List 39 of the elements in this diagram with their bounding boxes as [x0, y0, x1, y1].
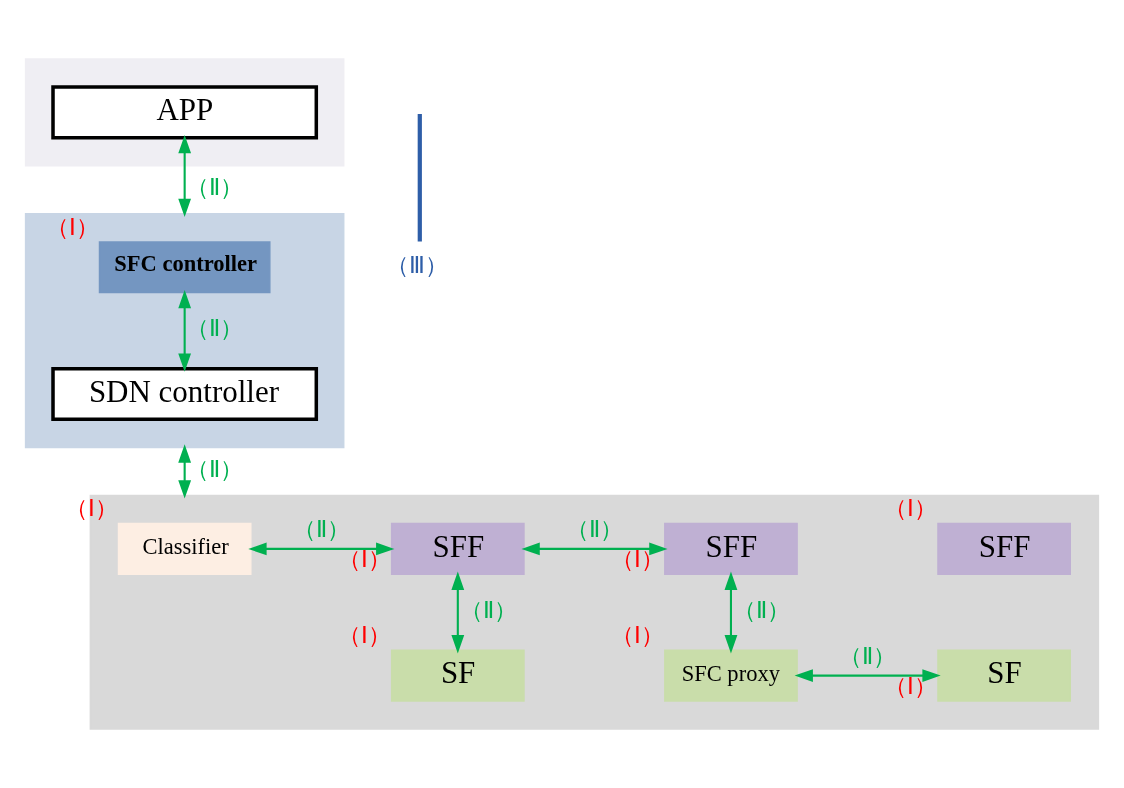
node-box: SFC proxy	[664, 649, 798, 702]
node-label: （Ⅰ）	[884, 673, 938, 699]
edge-label: （Ⅱ）	[459, 597, 517, 623]
connector	[417, 113, 422, 242]
arrow	[794, 669, 941, 682]
edge-label: （Ⅱ）	[292, 517, 350, 543]
edge-label: （Ⅱ）	[186, 315, 244, 341]
arrow	[178, 135, 192, 217]
node-box: SFF	[664, 522, 798, 575]
node-text: （Ⅲ）	[386, 252, 448, 278]
edge-label: （Ⅱ）	[565, 517, 623, 543]
node-box: SF	[937, 649, 1071, 702]
node-box: Classifier	[117, 522, 252, 575]
node-box: SF	[390, 649, 525, 702]
arrow	[248, 542, 395, 556]
arrow	[724, 571, 738, 654]
node-label: （Ⅰ）	[884, 496, 938, 522]
arrow	[521, 542, 668, 556]
node-label: （Ⅰ）	[64, 496, 118, 522]
cluster	[24, 213, 345, 449]
node-label: （Ⅰ）	[45, 214, 99, 240]
node-label: （Ⅰ）	[611, 546, 665, 572]
node-box: SFF	[390, 522, 525, 575]
arrow	[178, 289, 192, 372]
node-box: SDN controller	[51, 366, 319, 422]
edge-label: （Ⅱ）	[839, 644, 897, 670]
edge-label: （Ⅱ）	[732, 597, 790, 623]
cluster	[24, 58, 345, 167]
node-box: APP	[51, 85, 319, 140]
edge-label: （Ⅱ）	[186, 456, 244, 482]
arrow	[451, 571, 465, 654]
cluster	[89, 494, 1100, 730]
edge-label: （Ⅱ）	[186, 175, 244, 201]
node-box: SFF	[937, 522, 1071, 575]
node-label: （Ⅰ）	[338, 546, 392, 572]
node-label: （Ⅰ）	[611, 622, 665, 648]
node-label: （Ⅰ）	[338, 622, 392, 648]
arrow	[178, 444, 192, 499]
node-box: SFC controller	[98, 241, 271, 294]
